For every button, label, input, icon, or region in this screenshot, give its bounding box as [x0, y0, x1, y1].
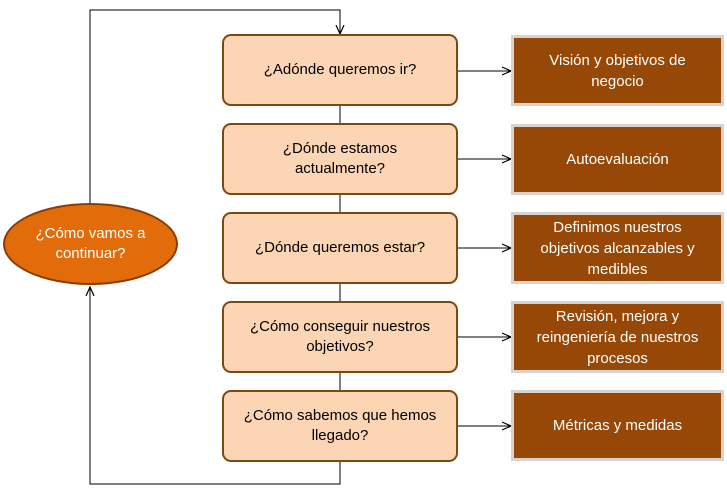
- question-box-1: ¿Adónde queremos ir?: [222, 34, 458, 106]
- question-text: ¿Cómo sabemos que hemos llegado?: [243, 407, 437, 444]
- question-text: ¿Cómo conseguir nuestros objetivos?: [249, 318, 431, 355]
- question-text: ¿Dónde queremos estar?: [254, 239, 426, 256]
- answer-text: Revisión, mejora y reingeniería de nuest…: [536, 307, 699, 367]
- question-box-4: ¿Cómo conseguir nuestros objetivos?: [222, 301, 458, 373]
- question-text: ¿Adónde queremos ir?: [263, 61, 417, 78]
- answer-box-4: Revisión, mejora y reingeniería de nuest…: [511, 301, 724, 373]
- loop-bottom-line: [90, 287, 341, 485]
- loop-label: ¿Cómo vamos a continuar?: [35, 225, 146, 262]
- loop-top-line: [89, 9, 340, 203]
- answer-text: Métricas y medidas: [552, 417, 683, 434]
- answer-text: Autoevaluación: [566, 151, 669, 168]
- question-text: ¿Dónde estamos actualmente?: [282, 140, 398, 177]
- question-box-5: ¿Cómo sabemos que hemos llegado?: [222, 390, 458, 462]
- question-box-2: ¿Dónde estamos actualmente?: [222, 123, 458, 195]
- answer-text: Definimos nuestros objetivos alcanzables…: [540, 218, 695, 278]
- answer-text: Visión y objetivos de negocio: [549, 51, 686, 90]
- loop-oval: ¿Cómo vamos a continuar?: [3, 203, 178, 285]
- answer-box-2: Autoevaluación: [511, 124, 724, 195]
- answer-box-5: Métricas y medidas: [511, 390, 724, 461]
- answer-box-3: Definimos nuestros objetivos alcanzables…: [511, 212, 724, 284]
- answer-box-1: Visión y objetivos de negocio: [511, 35, 724, 106]
- question-box-3: ¿Dónde queremos estar?: [222, 212, 458, 284]
